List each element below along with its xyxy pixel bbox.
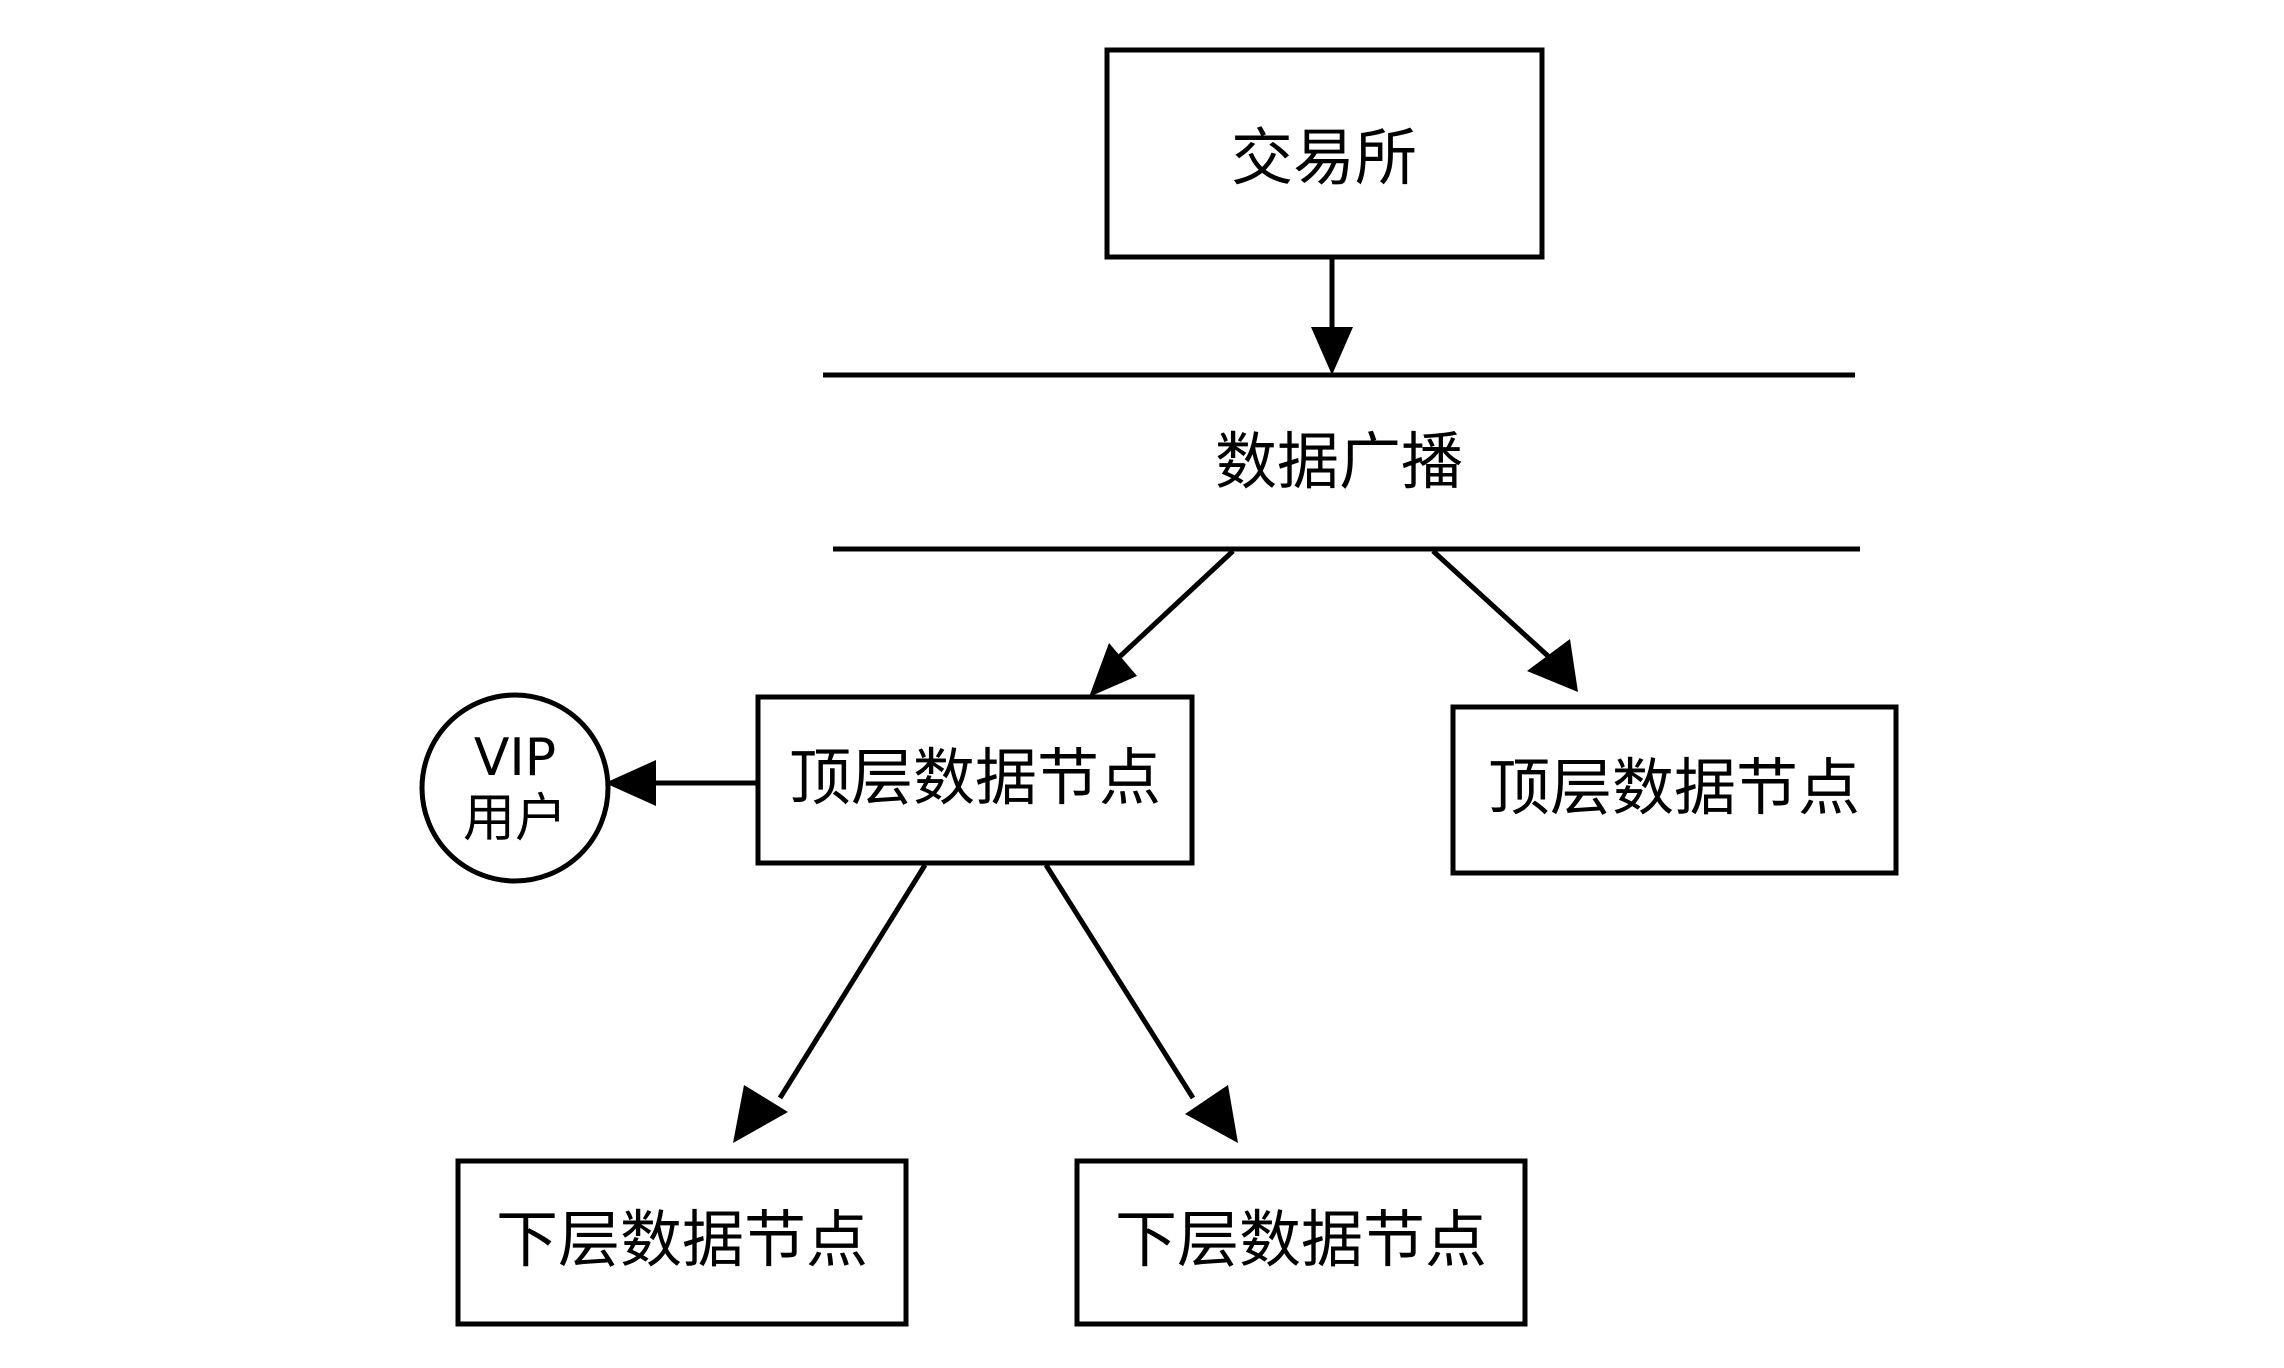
edge-top-node-to-vip bbox=[605, 760, 757, 806]
exchange-label: 交易所 bbox=[1231, 121, 1417, 194]
edge-broadcast-topleft-line bbox=[1112, 549, 1235, 664]
edge-top-node-to-lower-right bbox=[1043, 863, 1238, 1143]
edge-lower-right-arrowhead bbox=[1185, 1085, 1238, 1143]
vip-user-label-line2: 用户 bbox=[463, 789, 567, 849]
edge-broadcast-topright-arrowhead bbox=[1527, 639, 1578, 692]
node-lower-data-node-left[interactable]: 下层数据节点 bbox=[455, 1158, 909, 1327]
vip-user-label-line1: VIP bbox=[474, 728, 556, 788]
lower-node-right-box[interactable] bbox=[1074, 1158, 1528, 1327]
top-node-left-box[interactable] bbox=[755, 694, 1195, 866]
top-node-left-label: 顶层数据节点 bbox=[789, 741, 1161, 814]
edge-broadcast-to-top-node-left bbox=[1089, 549, 1235, 697]
edge-lower-left-line bbox=[777, 863, 928, 1100]
exchange-box[interactable] bbox=[1104, 47, 1545, 260]
edge-top-node-to-lower-left bbox=[733, 863, 928, 1143]
lower-node-right-label: 下层数据节点 bbox=[1115, 1203, 1487, 1276]
node-top-data-node-left[interactable]: 顶层数据节点 bbox=[755, 694, 1195, 866]
vip-user-circle[interactable] bbox=[419, 692, 611, 884]
top-node-right-box[interactable] bbox=[1450, 704, 1899, 876]
edge-broadcast-to-top-node-right bbox=[1431, 549, 1578, 692]
top-node-right-label: 顶层数据节点 bbox=[1488, 751, 1860, 824]
node-lower-data-node-right[interactable]: 下层数据节点 bbox=[1074, 1158, 1528, 1327]
edge-lower-right-line bbox=[1043, 863, 1196, 1100]
edge-broadcast-topleft-arrowhead bbox=[1089, 643, 1137, 697]
edge-broadcast-topright-line bbox=[1431, 549, 1550, 658]
node-top-data-node-right[interactable]: 顶层数据节点 bbox=[1450, 704, 1899, 876]
lower-node-left-box[interactable] bbox=[455, 1158, 909, 1327]
lower-node-left-label: 下层数据节点 bbox=[496, 1203, 868, 1276]
edge-lower-left-arrowhead bbox=[733, 1085, 788, 1143]
edge-exchange-to-broadcast bbox=[1311, 257, 1353, 375]
edge-vip-arrowhead bbox=[605, 760, 656, 806]
broadcast-bus-label: 数据广播 bbox=[1215, 425, 1463, 498]
node-vip-user[interactable]: VIP 用户 bbox=[419, 692, 611, 884]
broadcast-bus: 数据广播 bbox=[823, 372, 1860, 552]
edge-exchange-broadcast-arrowhead bbox=[1311, 327, 1353, 375]
node-exchange[interactable]: 交易所 bbox=[1104, 47, 1545, 260]
